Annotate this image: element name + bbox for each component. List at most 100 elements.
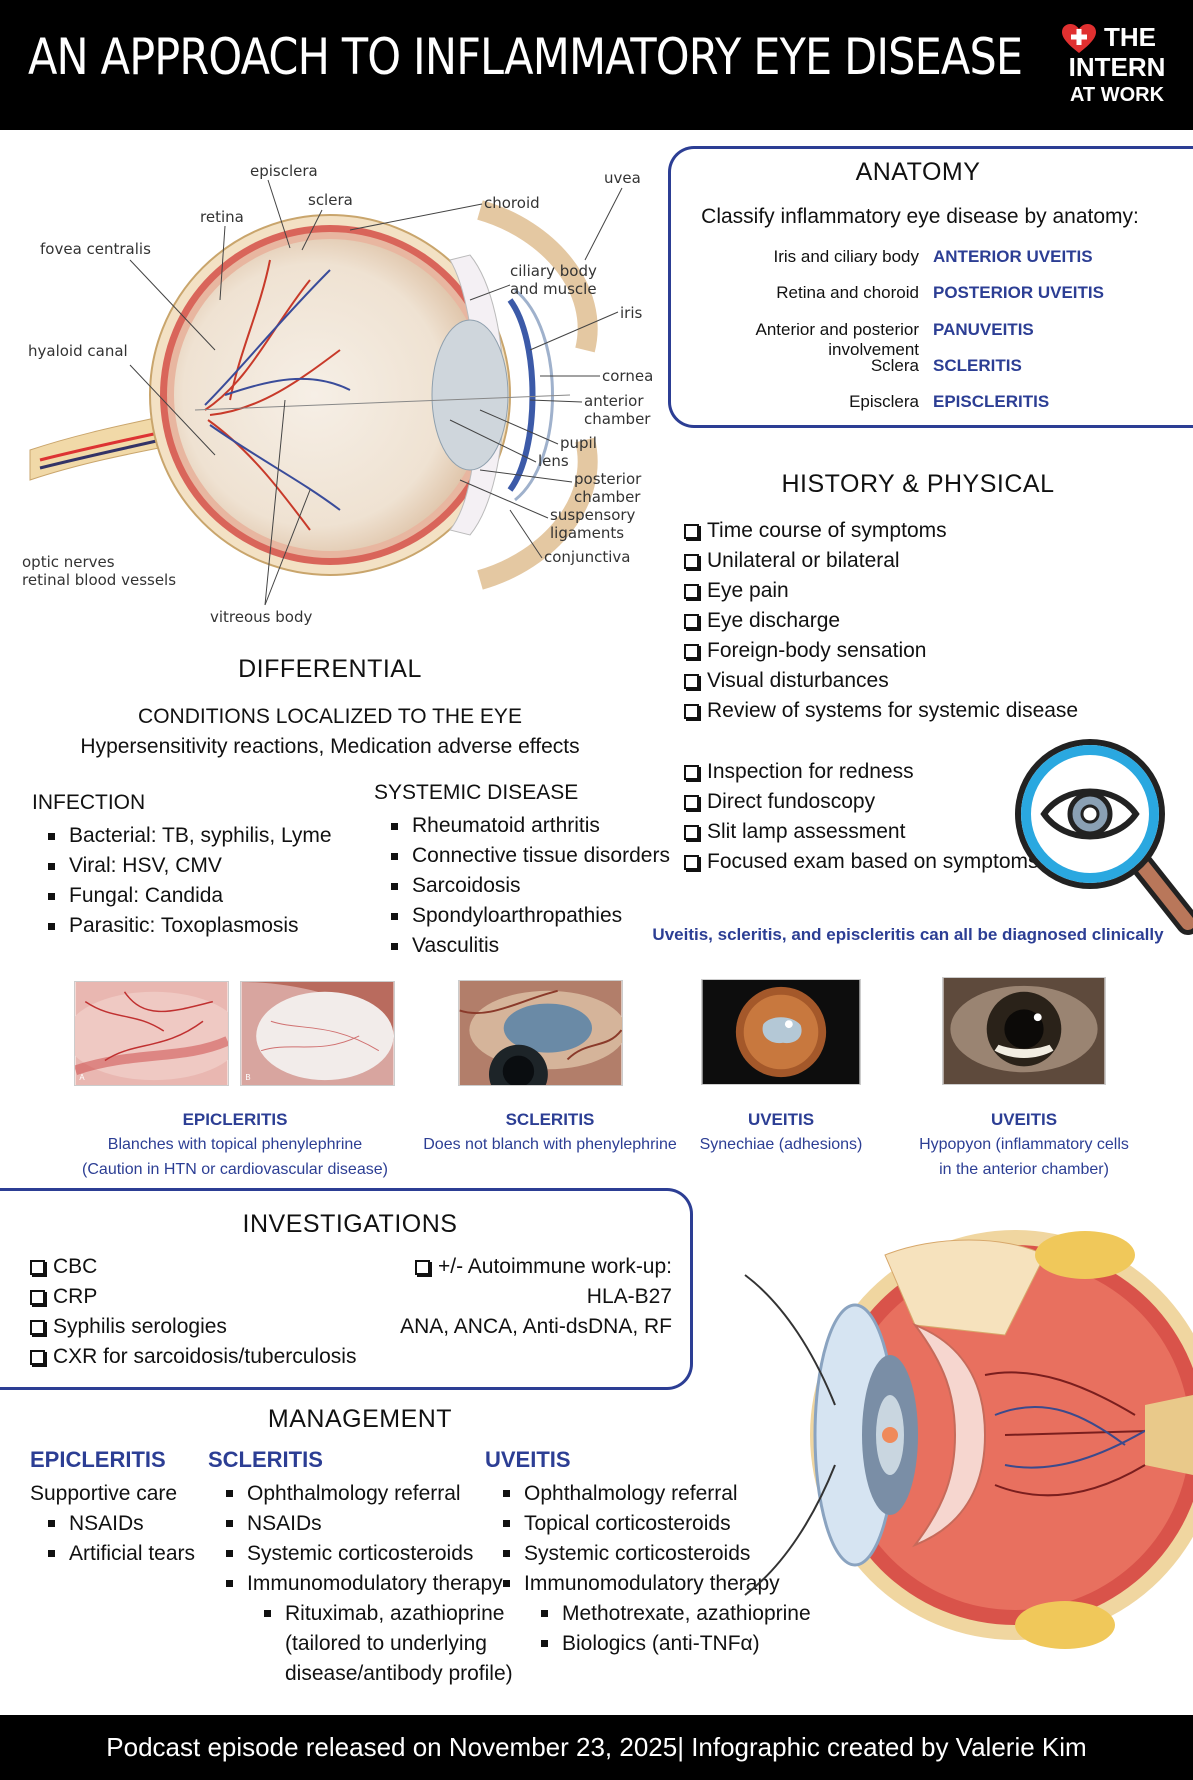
checklist-label: Focused exam based on symptoms — [707, 850, 1039, 873]
list-item-label: Viral: HSV, CMV — [69, 854, 222, 877]
checklist-item: Unilateral or bilateral — [684, 546, 1078, 576]
list-item-label: Spondyloarthropathies — [412, 904, 623, 927]
label-retina: retina — [200, 208, 244, 226]
caption-line: (Caution in HTN or cardiovascular diseas… — [82, 1161, 388, 1178]
list-item: Rheumatoid arthritis — [391, 811, 670, 841]
history-checklist: Time course of symptoms Unilateral or bi… — [684, 516, 1078, 726]
clinical-note: Uveitis, scleritis, and episcleritis can… — [652, 925, 1164, 944]
anatomy-location: Sclera — [870, 356, 919, 375]
label-anterior2: chamber — [584, 410, 651, 428]
list-item-label: Systemic corticosteroids — [247, 1542, 474, 1565]
local-items: Hypersensitivity reactions, Medication a… — [80, 735, 580, 758]
list-item: Ophthalmology referral — [503, 1479, 811, 1509]
autoimmune-workup: +/- Autoimmune work-up: HLA-B27 ANA, ANC… — [400, 1252, 672, 1342]
photo-tag-a: A — [79, 1073, 85, 1082]
list-item-label: Rituximab, azathioprine — [285, 1602, 505, 1625]
checklist-label: CRP — [53, 1285, 98, 1308]
checklist-item: CXR for sarcoidosis/tuberculosis — [30, 1342, 356, 1372]
list-item-label: NSAIDs — [69, 1512, 144, 1535]
history-heading: HISTORY & PHYSICAL — [781, 470, 1055, 498]
checklist-label: Slit lamp assessment — [707, 820, 906, 843]
eye-anatomy-diagram: episclera sclera retina fovea centralis … — [22, 162, 653, 626]
checkbox-icon — [414, 1259, 430, 1275]
local-title: CONDITIONS LOCALIZED TO THE EYE — [138, 705, 522, 728]
episcleritis-photo-a: A — [74, 981, 229, 1086]
checkbox-icon — [30, 1259, 45, 1275]
bullet-icon — [541, 1610, 548, 1617]
bullet-icon — [48, 892, 55, 900]
page-title: AN APPROACH TO INFLAMMATORY EYE DISEASE — [28, 28, 1023, 86]
list-item-label: Sarcoidosis — [412, 874, 521, 897]
anatomy-intro: Classify inflammatory eye disease by ana… — [701, 205, 1139, 228]
checkbox-icon — [684, 764, 699, 780]
magnifier-eye-icon — [1015, 739, 1193, 935]
logo: THE INTERN AT WORK — [1058, 22, 1176, 112]
list-item: Topical corticosteroids — [503, 1509, 811, 1539]
caption-title: UVEITIS — [747, 1110, 815, 1129]
list-item: Connective tissue disorders — [391, 841, 670, 871]
anatomy-row: Iris and ciliary body ANTERIOR UVEITIS — [680, 247, 1180, 267]
checklist-label: Visual disturbances — [707, 669, 889, 692]
checklist-label: Inspection for redness — [707, 760, 914, 783]
anatomy-location: Iris and ciliary body — [773, 247, 919, 266]
label-suspensory2: ligaments — [550, 524, 624, 542]
anatomy-diagnosis: EPISCLERITIS — [933, 392, 1050, 411]
management-col-title: UVEITIS — [485, 1447, 571, 1472]
exam-checklist: Inspection for redness Direct fundoscopy… — [684, 757, 1039, 877]
list-item-label: Immunomodulatory therapy — [247, 1572, 503, 1595]
checklist-label: Eye pain — [707, 579, 789, 602]
checkbox-icon — [684, 643, 699, 659]
anatomy-location: Retina and choroid — [776, 283, 919, 302]
caption-scleritis: SCLERITIS Does not blanch with phenyleph… — [415, 1107, 685, 1157]
anatomy-heading: ANATOMY — [855, 158, 981, 186]
logo-line1: THE — [1104, 22, 1156, 52]
list-item-label: Ophthalmology referral — [524, 1482, 738, 1505]
list-item: Artificial tears — [48, 1539, 195, 1569]
label-posterior2: chamber — [574, 488, 641, 506]
bullet-icon — [226, 1580, 233, 1587]
workup-line: HLA-B27 — [586, 1285, 672, 1308]
list-item-label: (tailored to underlying — [285, 1632, 487, 1655]
bullet-icon — [503, 1550, 510, 1557]
investigations-list: CBC CRP Syphilis serologies CXR for sarc… — [30, 1252, 356, 1372]
differential-heading: DIFFERENTIAL — [238, 655, 422, 683]
bullet-icon — [391, 822, 398, 830]
checkbox-icon — [684, 854, 699, 870]
episcleritis-photo-b: B — [240, 981, 395, 1086]
checklist-label: Syphilis serologies — [53, 1315, 227, 1338]
caption-line: Does not blanch with phenylephrine — [423, 1136, 677, 1153]
checklist-item: Eye pain — [684, 576, 1078, 606]
list-item-label: Methotrexate, azathioprine — [562, 1602, 811, 1625]
management-col-title: SCLERITIS — [208, 1447, 323, 1472]
label-posterior: posterior — [574, 470, 642, 488]
bullet-icon — [503, 1580, 510, 1587]
anatomy-box — [668, 146, 1193, 428]
uveitis-hypopyon-photo — [942, 977, 1106, 1085]
anatomy-diagnosis: SCLERITIS — [933, 356, 1022, 375]
investigations-box — [0, 1188, 693, 1390]
workup-line: ANA, ANCA, Anti-dsDNA, RF — [400, 1315, 672, 1338]
list-item: NSAIDs — [226, 1509, 513, 1539]
list-item: Biologics (anti-TNFα) — [503, 1629, 811, 1659]
bullet-icon — [391, 912, 398, 920]
checklist-item: Syphilis serologies — [30, 1312, 356, 1342]
list-item-label: NSAIDs — [247, 1512, 322, 1535]
list-item-label: disease/antibody profile) — [285, 1662, 513, 1685]
list-item-label: Rheumatoid arthritis — [412, 814, 600, 837]
list-item: Vasculitis — [391, 931, 670, 961]
checklist-label: Unilateral or bilateral — [707, 549, 900, 572]
checkbox-icon — [684, 553, 699, 569]
systemic-title: SYSTEMIC DISEASE — [374, 781, 579, 804]
anatomy-diagnosis: PANUVEITIS — [933, 320, 1034, 339]
caption-title: SCLERITIS — [505, 1110, 595, 1129]
checklist-label: Foreign-body sensation — [707, 639, 927, 662]
label-cornea: cornea — [602, 367, 653, 385]
anatomy-diagnosis: ANTERIOR UVEITIS — [933, 247, 1093, 266]
list-item: Sarcoidosis — [391, 871, 670, 901]
list-item: Immunomodulatory therapy — [503, 1569, 811, 1599]
list-item: Methotrexate, azathioprine — [503, 1599, 811, 1629]
caption-title: EPICLERITIS — [182, 1110, 288, 1129]
list-item: NSAIDs — [48, 1509, 195, 1539]
list-item-continued: (tailored to underlying — [226, 1629, 513, 1659]
list-item-label: Biologics (anti-TNFα) — [562, 1632, 760, 1655]
